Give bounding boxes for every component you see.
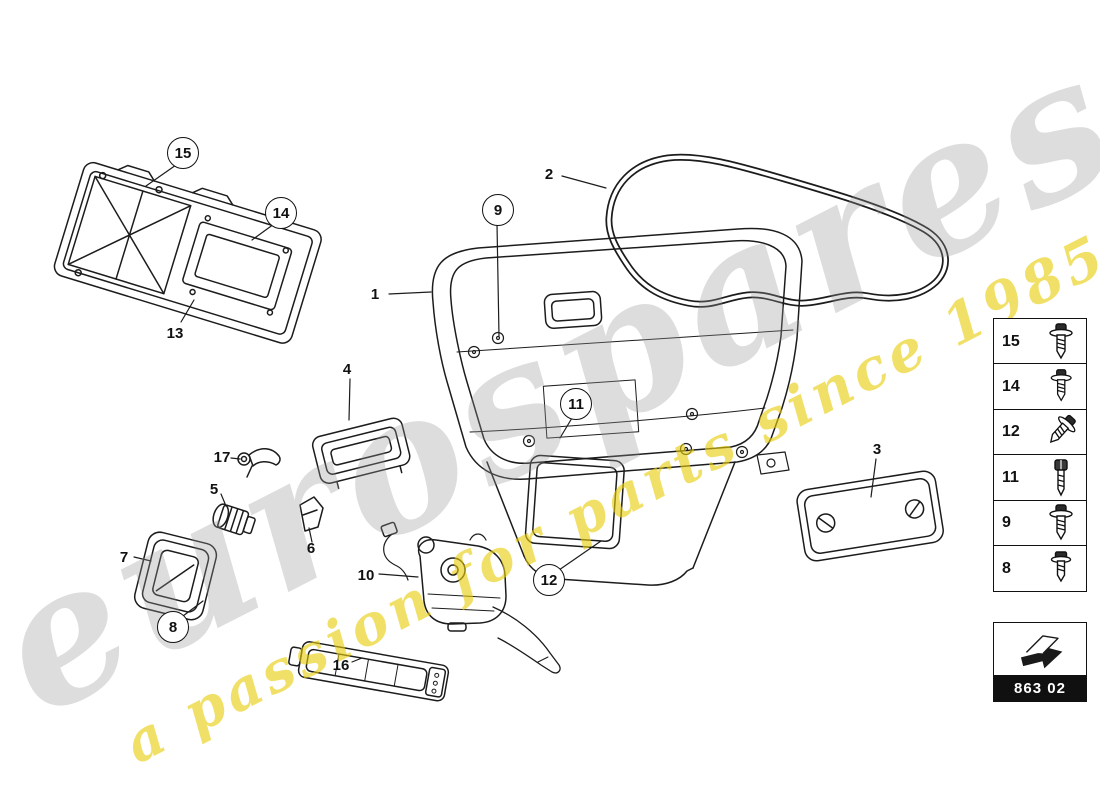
fastener-number: 14 xyxy=(1002,377,1020,395)
leader-lines xyxy=(133,164,877,663)
part-3-plate-drawing xyxy=(796,470,944,562)
callout-label: 8 xyxy=(168,618,178,636)
screw-angled-icon xyxy=(1042,412,1080,450)
fastener-number: 12 xyxy=(1002,423,1020,441)
fastener-number: 8 xyxy=(1002,559,1011,577)
callout-label: 10 xyxy=(357,566,375,584)
fastener-number: 11 xyxy=(1002,468,1019,486)
part-5-plug-drawing xyxy=(212,503,256,536)
part-17-hook-drawing xyxy=(237,448,281,478)
part-2-gasket-drawing xyxy=(605,153,949,308)
fastener-item-15[interactable]: 15 xyxy=(993,318,1087,365)
callout-label: 5 xyxy=(209,480,219,498)
callout-label: 14 xyxy=(272,204,290,222)
callout-1[interactable]: 1 xyxy=(360,279,390,309)
callout-3[interactable]: 3 xyxy=(862,434,892,464)
callout-9[interactable]: 9 xyxy=(482,194,514,226)
fastener-number: 15 xyxy=(1002,332,1020,350)
callout-label: 4 xyxy=(342,360,352,378)
callout-11[interactable]: 11 xyxy=(560,388,592,420)
part-4-bezel-drawing xyxy=(311,417,411,490)
callout-label: 11 xyxy=(568,395,584,413)
callout-6[interactable]: 6 xyxy=(296,533,326,563)
callout-label: 16 xyxy=(332,656,350,674)
callout-label: 15 xyxy=(174,144,192,162)
screw-with-washer-icon xyxy=(1050,369,1072,401)
callout-label: 2 xyxy=(544,165,554,183)
direction-arrow-area xyxy=(994,623,1086,675)
cheese-head-screw-icon xyxy=(1054,459,1068,496)
callout-16[interactable]: 16 xyxy=(326,650,356,680)
part-16-bracket-drawing xyxy=(288,641,450,702)
callout-label: 13 xyxy=(166,324,184,342)
callout-12[interactable]: 12 xyxy=(533,564,565,596)
part-7-plate-drawing xyxy=(133,531,218,621)
fastener-item-14[interactable]: 14 xyxy=(993,363,1087,411)
callout-10[interactable]: 10 xyxy=(351,560,381,590)
fastener-item-8[interactable]: 8 xyxy=(993,545,1087,593)
fastener-legend: 15 14 12 11 9 8 xyxy=(993,318,1087,593)
callout-13[interactable]: 13 xyxy=(160,318,190,348)
callout-label: 3 xyxy=(872,440,882,458)
diagram-code-box: 863 02 xyxy=(993,622,1087,702)
screw-with-washer-icon xyxy=(1049,504,1073,540)
callout-15[interactable]: 15 xyxy=(167,137,199,169)
fastener-item-9[interactable]: 9 xyxy=(993,499,1087,547)
fastener-item-11[interactable]: 11 xyxy=(993,454,1087,502)
part-13-panel-drawing xyxy=(53,161,322,344)
direction-arrow-icon xyxy=(1020,635,1063,669)
callout-5[interactable]: 5 xyxy=(199,474,229,504)
short-bolt-icon xyxy=(1050,550,1072,582)
screw-with-washer-icon xyxy=(1049,322,1073,359)
callout-4[interactable]: 4 xyxy=(332,354,362,384)
callout-label: 7 xyxy=(119,548,129,566)
diagram-code: 863 02 xyxy=(994,675,1086,701)
part-1-lining-drawing xyxy=(431,227,803,586)
callout-2[interactable]: 2 xyxy=(534,159,564,189)
callout-label: 6 xyxy=(306,539,316,557)
callout-label: 9 xyxy=(493,201,503,219)
callout-label: 1 xyxy=(370,285,380,303)
part-10-pump-drawing xyxy=(380,521,561,674)
fastener-item-12[interactable]: 12 xyxy=(993,408,1087,456)
part-6-clip-drawing xyxy=(299,496,324,532)
callout-7[interactable]: 7 xyxy=(109,542,139,572)
callout-label: 17 xyxy=(213,448,231,466)
callout-17[interactable]: 17 xyxy=(207,442,237,472)
callout-14[interactable]: 14 xyxy=(265,197,297,229)
callout-label: 12 xyxy=(540,571,558,589)
fastener-number: 9 xyxy=(1002,514,1011,532)
callout-8[interactable]: 8 xyxy=(157,611,189,643)
